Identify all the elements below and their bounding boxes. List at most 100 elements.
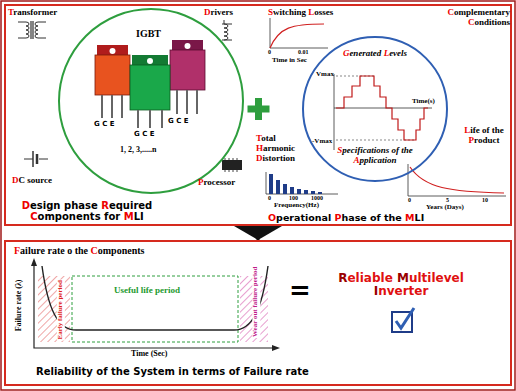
igbt-purple-part xyxy=(170,50,205,90)
level-waveform-part xyxy=(336,76,428,140)
plus-sign-part xyxy=(248,106,270,113)
level-waveform-part xyxy=(334,74,432,150)
label: Reliable Multilevel Inverter xyxy=(321,272,481,298)
life-plot-part xyxy=(408,164,506,196)
igbt-purple-part xyxy=(185,43,191,49)
checkbox-icon-part xyxy=(396,308,414,328)
label: 0 xyxy=(268,49,271,56)
label: Drivers xyxy=(204,8,233,18)
label: 5 xyxy=(446,197,449,204)
processor-chip xyxy=(222,158,242,172)
label: G C E xyxy=(134,131,155,139)
driver-symbol xyxy=(222,20,232,40)
label: Transformer xyxy=(8,8,57,18)
level-waveform xyxy=(334,74,432,150)
igbt-purple-part xyxy=(177,90,197,114)
thd-bar-chart-part-part xyxy=(283,184,287,194)
node-heading: Failure rate o the Components xyxy=(14,245,144,256)
label: Useful life period xyxy=(114,286,180,296)
label: Time in Sec xyxy=(272,57,307,65)
label: Early failure period xyxy=(56,279,64,340)
label: Total Harmonic Distortion xyxy=(256,134,312,164)
label: Time (Sec) xyxy=(131,350,168,359)
label: Switching Losses xyxy=(268,8,333,18)
processor-chip-part xyxy=(222,160,242,170)
label: Wear out failure period xyxy=(252,266,260,338)
top-panel: Design phase Required Components for MLI… xyxy=(4,4,512,226)
node-heading: Design phase Required Components for MLI xyxy=(12,200,162,222)
bathtub-chart-part xyxy=(31,258,280,351)
node-caption: Reliability of the System in terms of Fa… xyxy=(36,366,309,377)
label: Years (Days) xyxy=(426,204,464,212)
label: 0 xyxy=(408,197,411,204)
label: Processor xyxy=(198,178,235,188)
thd-bar-chart xyxy=(266,172,338,194)
thd-bar-chart-part-part xyxy=(269,174,273,194)
connector-arrow xyxy=(234,226,282,240)
node-caption: Operational Phase of the MLI xyxy=(268,213,424,223)
label: -Vmax xyxy=(312,138,332,146)
design-circle: IGBT G C E G C E G C E 1, 2, 3,.....n xyxy=(58,8,244,194)
igbt-green-part xyxy=(147,58,153,64)
dc-source-symbol xyxy=(24,151,48,167)
transformer-symbol xyxy=(18,21,46,39)
igbt-green-part xyxy=(130,65,170,110)
label: 0 xyxy=(268,195,271,202)
igbt-red-part xyxy=(102,95,122,118)
igbt-green-part xyxy=(138,110,162,128)
label: G C E xyxy=(94,121,115,129)
driver-symbol-part xyxy=(222,24,232,40)
node-caption: Specifications of the Application xyxy=(322,146,428,166)
label: 1, 2, 3,.....n xyxy=(120,146,156,155)
igbt-red-part xyxy=(110,48,116,54)
reliability-panel: Failure rate o the ComponentsReliability… xyxy=(4,240,512,386)
bathtub-chart-part xyxy=(34,262,276,348)
thd-bar-chart-part-part xyxy=(318,192,322,194)
igbt-red xyxy=(95,45,130,118)
thd-bar-chart-part-part xyxy=(311,191,315,194)
label: Failure rate (λ) xyxy=(15,279,24,331)
igbt-purple xyxy=(170,40,205,114)
switching-loss-plot xyxy=(270,18,328,48)
dc-source-symbol-part xyxy=(32,151,34,167)
bathtub-chart-part xyxy=(42,266,268,330)
transformer-symbol-part xyxy=(35,22,46,38)
life-plot xyxy=(408,164,506,196)
bathtub-chart xyxy=(31,258,280,351)
thd-bar-chart-part-part xyxy=(304,190,308,194)
processor-chip-part xyxy=(225,158,237,172)
checkbox-icon xyxy=(392,308,414,332)
label: 1000 xyxy=(311,195,323,202)
switching-loss-plot-part xyxy=(270,24,324,48)
node-heading: Generated Levels xyxy=(325,49,425,59)
label: 100 xyxy=(289,195,298,202)
label: 10 xyxy=(482,197,488,204)
transformer-symbol-part xyxy=(18,22,29,38)
label: Frequency(Hz) xyxy=(274,202,319,210)
thd-bar-chart-part-part xyxy=(290,187,294,194)
thd-bar-chart-part xyxy=(269,174,322,194)
thd-bar-chart-part-part xyxy=(297,189,301,194)
plus-sign xyxy=(248,98,270,120)
label: DC source xyxy=(12,176,52,186)
label: Vmax xyxy=(316,71,334,79)
bathtub-chart-part xyxy=(38,276,70,342)
label: Life of the Product xyxy=(458,126,510,146)
operation-circle: Generated LevelsSpecifications of the Ap… xyxy=(302,36,448,182)
igbt-red-part xyxy=(95,55,130,95)
label: G C E xyxy=(168,118,189,126)
bathtub-chart-part xyxy=(72,276,238,342)
igbt-green xyxy=(130,55,170,128)
node-heading: IGBT xyxy=(136,28,161,39)
driver-symbol-part xyxy=(224,20,228,40)
label: 0.01 xyxy=(298,49,309,56)
transformer-symbol-part xyxy=(31,21,33,39)
dc-source-symbol-part xyxy=(36,154,39,164)
label: Complementary Conditions xyxy=(420,8,510,28)
label: Time(s) xyxy=(412,98,435,106)
thd-bar-chart-part xyxy=(266,172,338,194)
label: = xyxy=(289,276,311,305)
switching-loss-plot-part xyxy=(270,18,328,48)
thd-bar-chart-part-part xyxy=(276,180,280,194)
